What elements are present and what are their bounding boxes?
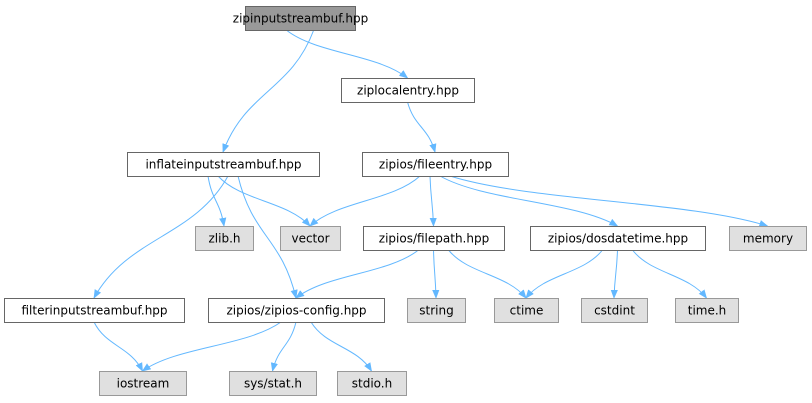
node-stdio[interactable]: stdio.h bbox=[337, 371, 407, 396]
node-label: cstdint bbox=[594, 304, 635, 318]
edge-filepath-to-string bbox=[432, 249, 440, 299]
node-sysstat[interactable]: sys/stat.h bbox=[229, 371, 317, 396]
node-box bbox=[280, 226, 341, 251]
node-label: vector bbox=[291, 232, 329, 246]
node-iostream[interactable]: iostream bbox=[99, 371, 187, 396]
node-box bbox=[229, 371, 317, 396]
node-box bbox=[675, 298, 739, 323]
node-filepath[interactable]: zipios/filepath.hpp bbox=[363, 226, 505, 251]
node-box bbox=[530, 226, 706, 251]
node-box bbox=[4, 298, 185, 323]
node-label: zipios/fileentry.hpp bbox=[379, 158, 492, 172]
edge-zipinputstreambuf-to-ziplocalentry bbox=[285, 29, 409, 79]
node-vector[interactable]: vector bbox=[280, 226, 341, 251]
node-timeh[interactable]: time.h bbox=[675, 298, 739, 323]
node-box bbox=[581, 298, 648, 323]
node-label: filterinputstreambuf.hpp bbox=[21, 304, 167, 318]
node-label: string bbox=[419, 304, 453, 318]
edge-inflateinputstreambuf-to-zlib bbox=[207, 175, 227, 227]
edges-layer bbox=[93, 29, 769, 372]
node-box bbox=[341, 78, 475, 103]
edge-dosdatetime-to-cstdint bbox=[610, 249, 618, 299]
edge-inflateinputstreambuf-to-zipiosconfig bbox=[237, 175, 298, 299]
edge-inflateinputstreambuf-to-filterinputstreambuf bbox=[93, 175, 229, 299]
edge-fileentry-to-dosdatetime bbox=[439, 175, 619, 227]
node-box bbox=[208, 298, 385, 323]
node-label: stdio.h bbox=[352, 377, 392, 391]
node-ctime[interactable]: ctime bbox=[494, 298, 559, 323]
node-label: zipios/filepath.hpp bbox=[379, 232, 489, 246]
node-zipinputstreambuf[interactable]: zipinputstreambuf.hpp bbox=[233, 6, 368, 31]
node-label: iostream bbox=[117, 377, 170, 391]
node-ziplocalentry[interactable]: ziplocalentry.hpp bbox=[341, 78, 475, 103]
node-label: memory bbox=[743, 232, 793, 246]
edge-filterinputstreambuf-to-iostream bbox=[93, 321, 143, 372]
edge-inflateinputstreambuf-to-vector bbox=[217, 175, 311, 227]
node-cstdint[interactable]: cstdint bbox=[581, 298, 648, 323]
node-box bbox=[195, 226, 254, 251]
node-zlib[interactable]: zlib.h bbox=[195, 226, 254, 251]
node-box bbox=[729, 226, 807, 251]
node-label: zipios/zipios-config.hpp bbox=[226, 304, 366, 318]
node-label: inflateinputstreambuf.hpp bbox=[145, 158, 301, 172]
node-label: ctime bbox=[510, 304, 544, 318]
node-dosdatetime[interactable]: zipios/dosdatetime.hpp bbox=[530, 226, 706, 251]
edge-fileentry-to-vector bbox=[309, 175, 421, 227]
edge-dosdatetime-to-ctime bbox=[525, 249, 603, 299]
edge-zipiosconfig-to-iostream bbox=[141, 321, 282, 372]
node-box bbox=[337, 371, 407, 396]
node-filterinputstreambuf[interactable]: filterinputstreambuf.hpp bbox=[4, 298, 185, 323]
node-inflateinputstreambuf[interactable]: inflateinputstreambuf.hpp bbox=[127, 152, 320, 177]
edge-zipinputstreambuf-to-inflateinputstreambuf bbox=[222, 29, 315, 153]
node-label: ziplocalentry.hpp bbox=[357, 84, 459, 98]
edge-fileentry-to-filepath bbox=[429, 175, 437, 227]
nodes-layer: zipinputstreambuf.hpp ziplocalentry.hpp in… bbox=[4, 6, 807, 396]
edge-zipiosconfig-to-sysstat bbox=[270, 321, 297, 372]
edge-zipiosconfig-to-stdio bbox=[310, 321, 372, 372]
node-box bbox=[494, 298, 559, 323]
node-label: zlib.h bbox=[208, 232, 240, 246]
node-string[interactable]: string bbox=[407, 298, 466, 323]
node-box bbox=[127, 152, 320, 177]
edge-fileentry-to-memory bbox=[449, 175, 769, 228]
node-label: zipinputstreambuf.hpp bbox=[233, 12, 368, 26]
edge-filepath-to-zipiosconfig bbox=[295, 249, 419, 299]
node-fileentry[interactable]: zipios/fileentry.hpp bbox=[362, 152, 509, 177]
edge-dosdatetime-to-timeh bbox=[632, 249, 708, 299]
node-box bbox=[407, 298, 466, 323]
node-box bbox=[99, 371, 187, 396]
node-zipiosconfig[interactable]: zipios/zipios-config.hpp bbox=[208, 298, 385, 323]
edge-ziplocalentry-to-fileentry bbox=[407, 101, 437, 153]
node-box bbox=[363, 226, 505, 251]
edge-filepath-to-ctime bbox=[448, 249, 527, 299]
node-box bbox=[362, 152, 509, 177]
node-label: sys/stat.h bbox=[244, 377, 302, 391]
node-label: zipios/dosdatetime.hpp bbox=[548, 232, 688, 246]
node-label: time.h bbox=[688, 304, 727, 318]
node-box bbox=[245, 6, 356, 31]
node-memory[interactable]: memory bbox=[729, 226, 807, 251]
